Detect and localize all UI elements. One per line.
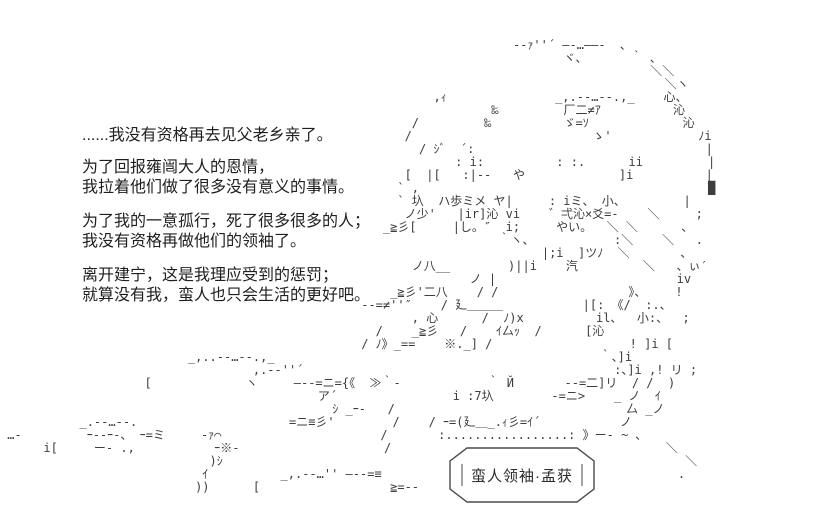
ascii-art: -‐ｧ''´ ―-…――- ､ ヾ、 ｀ ､ ＼＼: [7, 38, 716, 494]
dialogue-line-4: 为了我的一意孤行，死了很多很多的人；: [82, 213, 371, 230]
dialogue-line-2: 为了回报雍闿大人的恩情，: [82, 159, 275, 176]
dialogue-line-3: 我拉着他们做了很多没有意义的事情。: [82, 179, 355, 196]
dialogue-line-7: 就算没有我，蛮人也只会生活的更好吧。: [82, 287, 371, 304]
name-box-outline: [449, 447, 595, 503]
dialogue-line-6: 离开建宁，这是我理应受到的惩罚；: [82, 267, 339, 284]
dialogue-line-5: 我没有资格再做他们的领袖了。: [82, 233, 307, 250]
character-name-label: 蛮人领袖·孟获: [471, 467, 573, 485]
dialogue-line-1: ......我没有资格再去见父老乡亲了。: [82, 127, 333, 144]
character-name-box: 蛮人领袖·孟获: [448, 446, 596, 504]
